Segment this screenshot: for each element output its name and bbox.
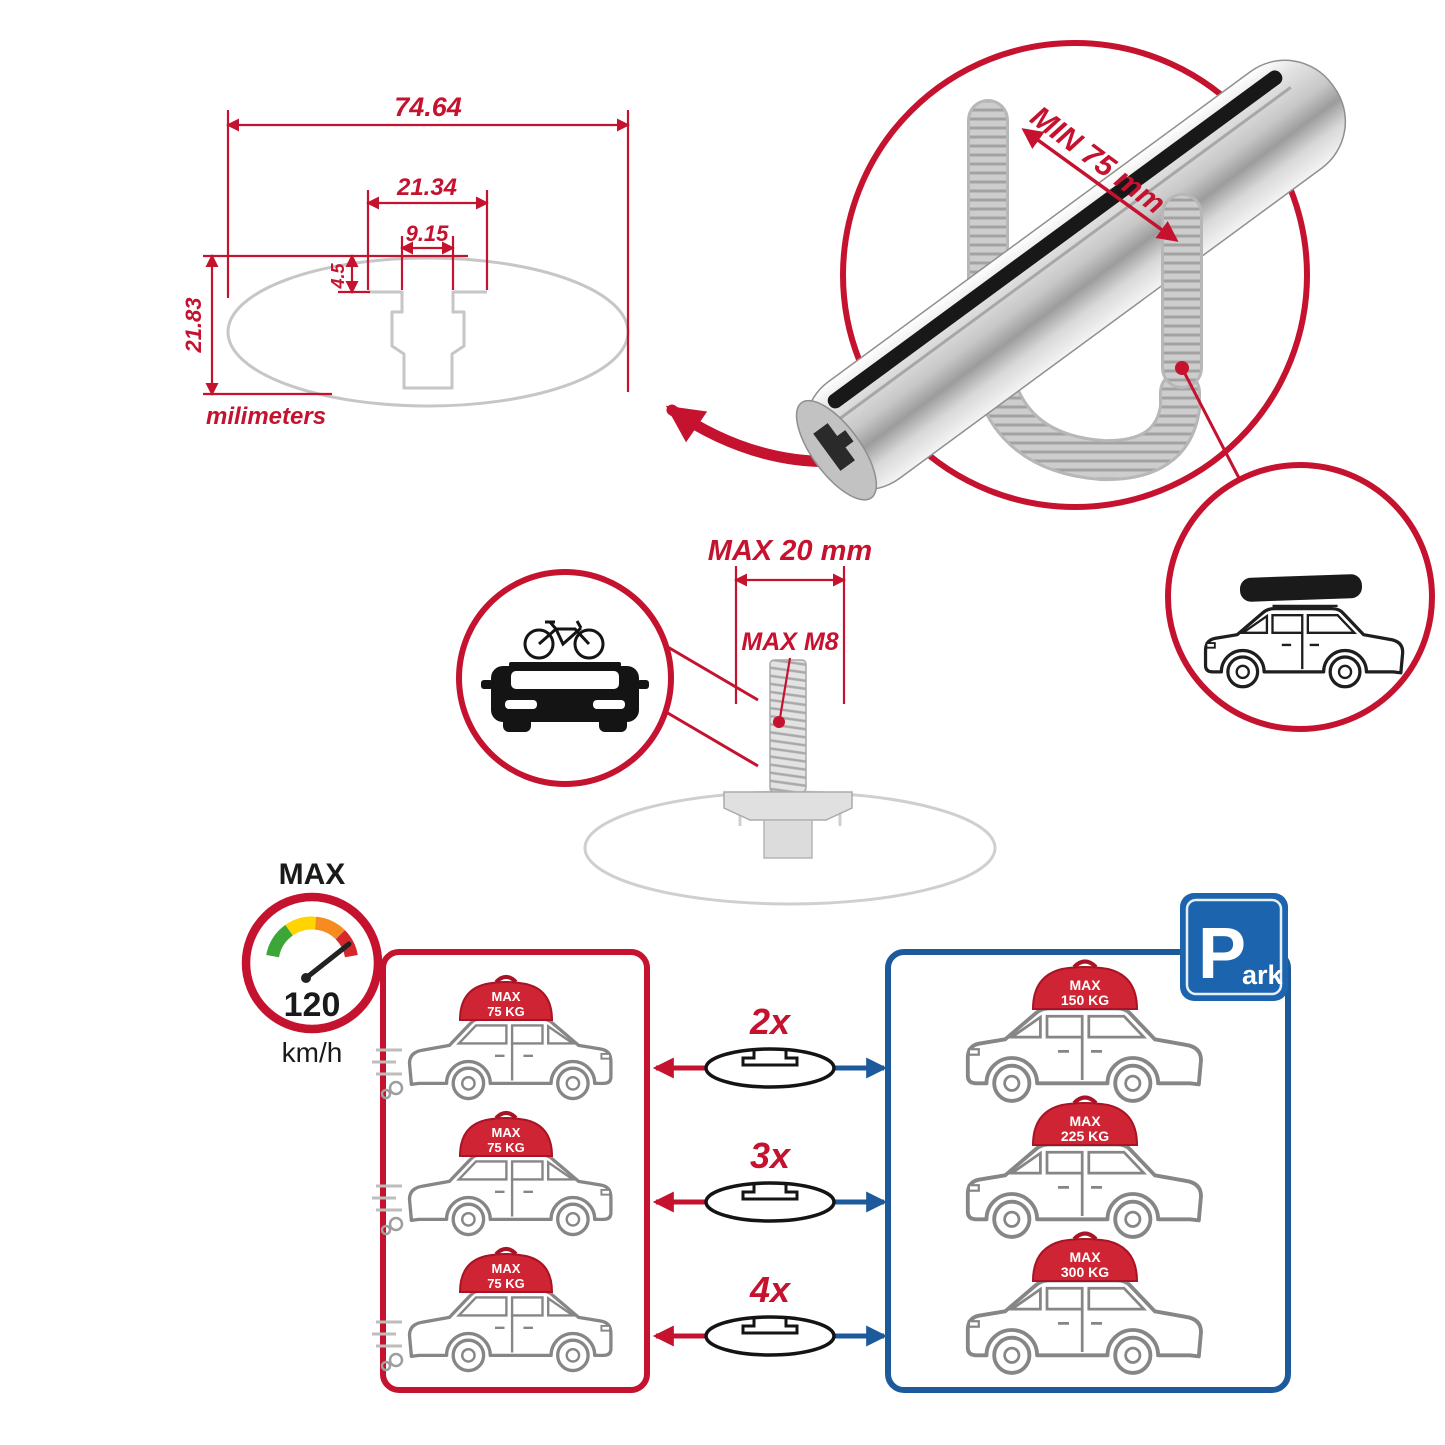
bolt-head	[723, 791, 853, 821]
left-cargo-1: MAX 75 KG	[458, 975, 554, 1021]
gauge-circle	[241, 892, 383, 1034]
right-cargo-2-max: MAX	[1069, 1113, 1101, 1129]
multiplier-rows: 2x 3x 4x	[652, 1001, 888, 1357]
multiplier-3: 4x	[749, 1269, 792, 1310]
bike-car-front-view	[481, 620, 649, 732]
dim-step-depth-label: 4.5	[328, 263, 348, 290]
speed-gauge: MAX 120 km/h	[241, 858, 383, 1068]
profile-dimension-diagram: 74.64 21.34 9.15 4.5 21.83 milimeters	[181, 92, 630, 430]
crossbar-detail-circle: MIN 75 mm	[795, 40, 1347, 510]
roofbox-car-circle	[1165, 462, 1435, 732]
gauge-max-label: MAX	[279, 858, 346, 891]
right-cargo-3-max: MAX	[1069, 1249, 1101, 1265]
row3-bar-icon	[704, 1315, 836, 1357]
right-cargo-1-max: MAX	[1069, 977, 1101, 993]
gauge-unit: km/h	[282, 1037, 343, 1068]
right-cargo-1: MAX 150 KG	[1031, 959, 1139, 1010]
bolt-tail	[763, 819, 813, 859]
units-label: milimeters	[206, 403, 326, 430]
parked-capacity-box: MAX 150 KG MAX 225 KG MAX 300 KG	[885, 949, 1291, 1393]
right-cargo-3-load: 300 KG	[1061, 1264, 1109, 1280]
row2-bar-icon	[704, 1181, 836, 1223]
gauge-value: 120	[284, 986, 341, 1024]
dim-total-height-label: 21.83	[181, 297, 206, 353]
gauge-needle	[303, 941, 352, 981]
bolt-thread-label: MAX M8	[741, 628, 838, 656]
left-cargo-2: MAX 75 KG	[458, 1111, 554, 1157]
dim-total-width-label: 74.64	[394, 92, 462, 122]
bolt-max-width-label: MAX 20 mm	[708, 535, 872, 567]
thread-pointer-dot	[773, 716, 785, 728]
dim-channel-outer-label: 21.34	[396, 174, 457, 201]
park-sign-suffix: ark	[1242, 960, 1284, 990]
bike-icon	[523, 620, 605, 660]
right-cargo-2-load: 225 KG	[1061, 1128, 1109, 1144]
left-cargo-1-load: 75 KG	[487, 1004, 525, 1019]
min-clamp-arrow	[1021, 128, 1179, 242]
left-cargo-2-load: 75 KG	[487, 1140, 525, 1155]
detail-leader-line	[1180, 367, 1242, 481]
park-sign-plate	[1180, 893, 1288, 1001]
left-car-3-motion	[372, 1320, 404, 1372]
profile-channel-shape	[368, 290, 487, 390]
tbolt-diagram: MAX 20 mm MAX M8	[456, 535, 997, 906]
right-cargo-2: MAX 225 KG	[1031, 1095, 1139, 1146]
dimension-lines	[203, 110, 630, 396]
left-cargo-1-max: MAX	[492, 989, 521, 1004]
left-car-2-motion	[372, 1184, 404, 1236]
dim-channel-inner-label: 9.15	[406, 221, 450, 246]
right-cargo-3: MAX 300 KG	[1031, 1231, 1139, 1282]
multiplier-2: 3x	[750, 1135, 792, 1176]
driving-capacity-box: MAX 75 KG MAX 75 KG MAX 75 KG	[372, 949, 650, 1393]
park-sign-letter: P	[1198, 914, 1246, 994]
row1-bar-icon	[704, 1047, 836, 1089]
left-cargo-3: MAX 75 KG	[458, 1247, 554, 1293]
bolt-dimension-lines	[734, 566, 846, 719]
left-car-1-motion	[372, 1048, 404, 1100]
left-cargo-2-max: MAX	[492, 1125, 521, 1140]
park-sign: P ark	[1180, 893, 1288, 1001]
roof-box	[1239, 574, 1363, 602]
left-cargo-3-max: MAX	[492, 1261, 521, 1276]
right-cargo-1-load: 150 KG	[1061, 992, 1109, 1008]
bike-car-leader-lines	[665, 644, 759, 768]
left-cargo-3-load: 75 KG	[487, 1276, 525, 1291]
multiplier-1: 2x	[749, 1001, 792, 1042]
